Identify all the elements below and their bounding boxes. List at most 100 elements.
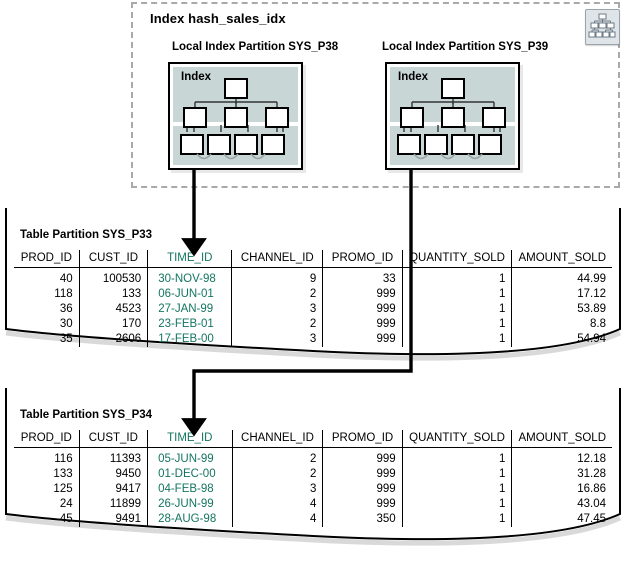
cell-quantity-sold: 1 — [402, 317, 513, 332]
col-cust-id: CUST_ID — [79, 250, 149, 268]
cell-quantity-sold: 1 — [402, 512, 513, 527]
index-hierarchy-icon — [585, 9, 620, 45]
table-header-row: PROD_ID CUST_ID TIME_ID CHANNEL_ID PROMO… — [14, 430, 612, 448]
cell-prod-id: 40 — [14, 267, 80, 287]
cell-prod-id: 118 — [14, 287, 80, 302]
cell-prod-id: 35 — [14, 332, 80, 347]
cell-amount-sold: 31.28 — [577, 468, 606, 480]
hierarchy-glyph — [588, 13, 616, 38]
col-prod-id: PROD_ID — [14, 250, 80, 268]
cell-promo-id: 999 — [322, 467, 403, 482]
table-header-row: PROD_ID CUST_ID TIME_ID CHANNEL_ID PROMO… — [14, 250, 612, 268]
cell-time-id: 27-JAN-99 — [147, 302, 233, 317]
col-cust-id: CUST_ID — [79, 430, 149, 448]
col-channel-id: CHANNEL_ID — [231, 250, 324, 268]
cell-cust-id: 100530 — [79, 267, 149, 287]
cell-channel-id: 3 — [232, 482, 324, 497]
cell-amount-sold: 17.12 — [577, 288, 606, 300]
table-partition-sys-p33: Table Partition SYS_P33 PROD_ID CUST_ID … — [5, 208, 622, 363]
cell-cust-id: 133 — [79, 287, 149, 302]
cell-quantity-sold: 1 — [402, 447, 513, 467]
cell-amount-sold: 53.89 — [577, 303, 606, 315]
cell-amount-sold: 44.99 — [577, 273, 606, 285]
cell-cust-id: 9491 — [79, 512, 149, 527]
cell-time-id: 28-AUG-98 — [147, 512, 233, 527]
cell-prod-id: 24 — [14, 497, 80, 512]
table-row: 116 11393 05-JUN-99 2 999 1 12.18 — [14, 447, 612, 467]
cell-quantity-sold: 1 — [402, 467, 513, 482]
cell-prod-id: 116 — [14, 447, 80, 467]
col-time-id: TIME_ID — [147, 430, 233, 448]
col-amount-sold: AMOUNT_SOLD — [511, 250, 612, 268]
cell-channel-id: 2 — [232, 447, 324, 467]
col-amount-sold: AMOUNT_SOLD — [511, 430, 612, 448]
cell-quantity-sold: 1 — [402, 482, 513, 497]
cell-time-id: 01-DEC-00 — [147, 467, 233, 482]
cell-channel-id: 4 — [232, 497, 324, 512]
index-tree-box-sys-p39: Index — [385, 62, 520, 170]
cell-time-id: 06-JUN-01 — [147, 287, 233, 302]
index-btree-graphic — [397, 78, 506, 160]
cell-time-id: 30-NOV-98 — [147, 267, 233, 287]
cell-promo-id: 999 — [322, 447, 403, 467]
cell-prod-id: 30 — [14, 317, 80, 332]
cell-quantity-sold: 1 — [402, 287, 513, 302]
index-tree-inner: Index — [390, 67, 515, 165]
cell-time-id: 23-FEB-01 — [147, 317, 233, 332]
table-row: 35 2606 17-FEB-00 3 999 1 54.94 — [14, 332, 612, 347]
cell-cust-id: 9417 — [79, 482, 149, 497]
cell-time-id: 05-JUN-99 — [147, 447, 233, 467]
cell-time-id: 17-FEB-00 — [147, 332, 233, 347]
cell-amount-sold: 47.45 — [577, 513, 606, 525]
cell-cust-id: 11899 — [79, 497, 149, 512]
cell-channel-id: 2 — [231, 317, 324, 332]
cell-prod-id: 125 — [14, 482, 80, 497]
col-prod-id: PROD_ID — [14, 430, 80, 448]
local-index-partition-label-sys-p39: Local Index Partition SYS_P39 — [382, 41, 549, 53]
partition-data-table: PROD_ID CUST_ID TIME_ID CHANNEL_ID PROMO… — [14, 250, 612, 347]
table-title: Table Partition SYS_P33 — [20, 229, 153, 241]
cell-amount-sold: 16.86 — [577, 483, 606, 495]
col-time-id: TIME_ID — [147, 250, 233, 268]
cell-promo-id: 33 — [322, 267, 403, 287]
cell-prod-id: 45 — [14, 512, 80, 527]
cell-quantity-sold: 1 — [402, 302, 513, 317]
cell-amount-sold: 12.18 — [577, 453, 606, 465]
col-promo-id: PROMO_ID — [322, 250, 403, 268]
table-row: 118 133 06-JUN-01 2 999 1 17.12 — [14, 287, 612, 302]
cell-channel-id: 9 — [231, 267, 324, 287]
table-row: 45 9491 28-AUG-98 4 350 1 47.45 — [14, 512, 612, 527]
cell-prod-id: 36 — [14, 302, 80, 317]
cell-channel-id: 2 — [232, 467, 324, 482]
cell-promo-id: 999 — [322, 497, 403, 512]
cell-cust-id: 4523 — [79, 302, 149, 317]
col-channel-id: CHANNEL_ID — [232, 430, 324, 448]
index-title: Index hash_sales_idx — [150, 11, 286, 26]
cell-channel-id: 2 — [231, 287, 324, 302]
col-promo-id: PROMO_ID — [322, 430, 403, 448]
index-tree-box-sys-p38: Index — [168, 62, 303, 170]
cell-time-id: 26-JUN-99 — [147, 497, 233, 512]
cell-promo-id: 999 — [322, 482, 403, 497]
cell-cust-id: 9450 — [79, 467, 149, 482]
col-quantity-sold: QUANTITY_SOLD — [402, 250, 513, 268]
cell-channel-id: 4 — [232, 512, 324, 527]
index-btree-graphic — [180, 78, 289, 160]
cell-promo-id: 999 — [322, 302, 403, 317]
table-row: 36 4523 27-JAN-99 3 999 1 53.89 — [14, 302, 612, 317]
local-index-partition-label-sys-p38: Local Index Partition SYS_P38 — [172, 41, 339, 53]
cell-promo-id: 350 — [322, 512, 403, 527]
cell-prod-id: 133 — [14, 467, 80, 482]
cell-cust-id: 11393 — [79, 447, 149, 467]
index-box-label: Index — [181, 71, 212, 83]
table-row: 24 11899 26-JUN-99 4 999 1 43.04 — [14, 497, 612, 512]
cell-time-id: 04-FEB-98 — [147, 482, 233, 497]
cell-quantity-sold: 1 — [402, 267, 513, 287]
table-partition-sys-p34: Table Partition SYS_P34 PROD_ID CUST_ID … — [5, 388, 622, 548]
index-box-label: Index — [398, 71, 429, 83]
cell-amount-sold: 8.8 — [590, 318, 606, 330]
partition-data-table: PROD_ID CUST_ID TIME_ID CHANNEL_ID PROMO… — [14, 430, 612, 527]
cell-quantity-sold: 1 — [402, 497, 513, 512]
cell-amount-sold: 43.04 — [577, 498, 606, 510]
